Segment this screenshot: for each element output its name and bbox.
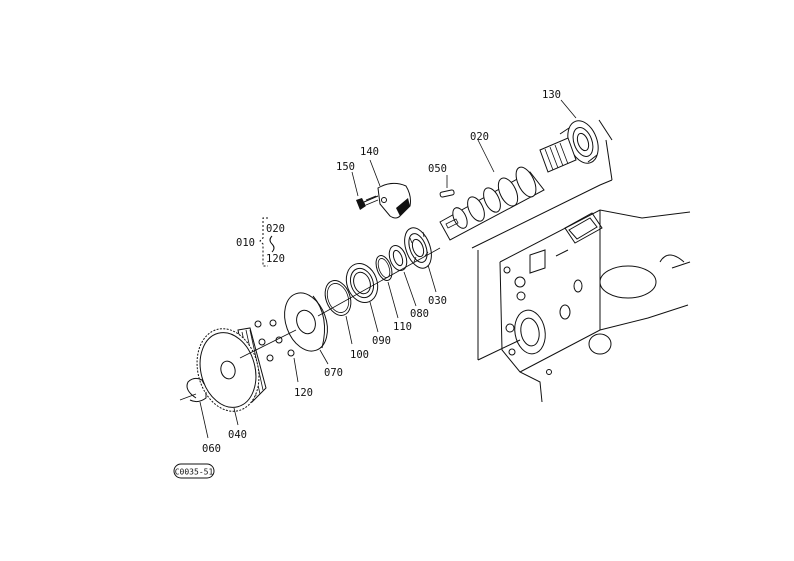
label-brace-120: 120: [266, 253, 285, 265]
part-labels: 130 020 050 140 150 010 020 120 030 080 …: [202, 89, 561, 455]
label-040: 040: [228, 429, 247, 441]
part-140-retainer: [369, 159, 411, 219]
assembly-010-brace: [259, 217, 275, 267]
label-030: 030: [428, 295, 447, 307]
part-080-collar: [388, 244, 417, 307]
part-070-collar: [284, 292, 329, 365]
part-060-circlip: [179, 377, 209, 439]
label-060: 060: [202, 443, 221, 455]
label-020-top: 020: [470, 131, 489, 143]
part-020-camshaft: [439, 137, 577, 241]
assembly-axis: [239, 247, 441, 359]
label-010: 010: [236, 237, 255, 249]
label-110: 110: [393, 321, 412, 333]
label-150: 150: [336, 161, 355, 173]
label-070: 070: [324, 367, 343, 379]
engine-case: [471, 179, 691, 403]
part-050-key: [439, 175, 455, 198]
label-080: 080: [410, 308, 429, 320]
drawing-code-badge: C0035-51: [173, 463, 215, 479]
label-140: 140: [360, 146, 379, 158]
drawing-code: C0035-51: [175, 468, 214, 477]
label-050: 050: [428, 163, 447, 175]
part-150-bolt: [351, 171, 379, 210]
label-brace-020: 020: [266, 223, 285, 235]
part-100-o-ring: [324, 280, 353, 345]
part-130-bearing: [559, 99, 613, 181]
label-120: 120: [294, 387, 313, 399]
part-030-bearing: [404, 227, 437, 293]
part-090-seal: [345, 263, 379, 333]
label-130: 130: [542, 89, 561, 101]
part-040-gear: [196, 327, 267, 426]
label-100: 100: [350, 349, 369, 361]
part-110-snap-ring: [375, 255, 399, 319]
label-090: 090: [372, 335, 391, 347]
